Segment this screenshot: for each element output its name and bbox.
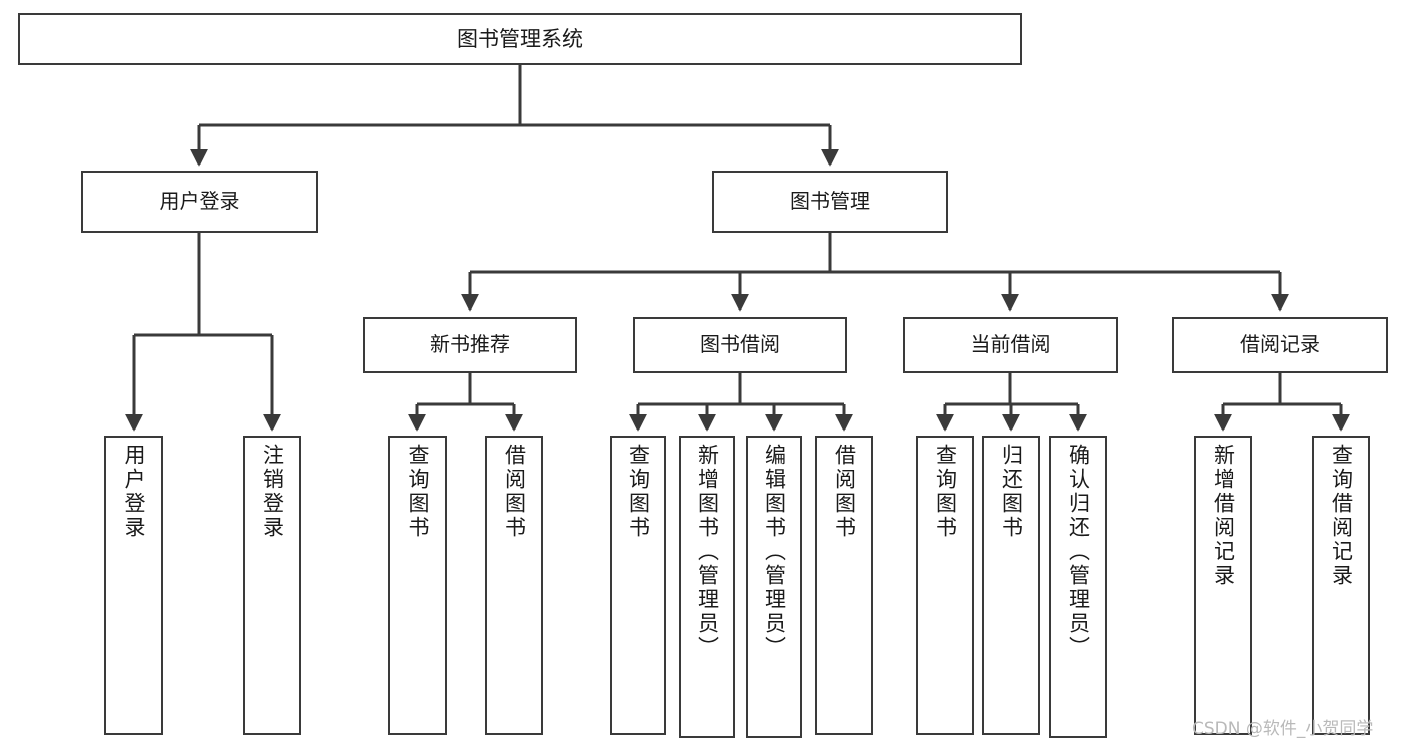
node-label: 图书管理 [790,189,870,214]
leaf-current-query-book[interactable]: 查询图书 [916,436,974,735]
leaf-user-login[interactable]: 用户登录 [104,436,163,735]
node-user-login[interactable]: 用户登录 [81,171,318,233]
leaf-record-query-record[interactable]: 查询借阅记录 [1312,436,1370,735]
node-book-management[interactable]: 图书管理 [712,171,948,233]
node-label: 确认归还（管理员） [1066,444,1091,660]
node-label: 新增借阅记录 [1211,444,1236,588]
node-label: 新书推荐 [430,332,510,357]
node-label: 新增图书（管理员） [695,444,720,660]
node-label: 图书管理系统 [457,26,583,51]
node-label: 当前借阅 [970,332,1051,357]
leaf-borrow-add-book-admin[interactable]: 新增图书（管理员） [679,436,735,738]
node-label: 用户登录 [122,444,146,540]
node-label: 编辑图书（管理员） [762,444,787,660]
node-book-borrow[interactable]: 图书借阅 [633,317,847,373]
leaf-logout-login[interactable]: 注销登录 [243,436,301,735]
node-label: 借阅图书 [502,444,527,540]
node-label: 借阅记录 [1240,332,1320,357]
leaf-current-return-book[interactable]: 归还图书 [982,436,1040,735]
node-current-borrow[interactable]: 当前借阅 [903,317,1118,373]
leaf-borrow-query-book[interactable]: 查询图书 [610,436,666,735]
node-label: 查询图书 [406,444,430,540]
node-new-book-recommend[interactable]: 新书推荐 [363,317,577,373]
node-borrow-record[interactable]: 借阅记录 [1172,317,1388,373]
leaf-borrow-borrow-book[interactable]: 借阅图书 [815,436,873,735]
node-label: 注销登录 [260,444,285,540]
leaf-borrow-edit-book-admin[interactable]: 编辑图书（管理员） [746,436,802,738]
node-root-system[interactable]: 图书管理系统 [18,13,1022,65]
node-label: 借阅图书 [832,444,857,540]
leaf-current-confirm-return-admin[interactable]: 确认归还（管理员） [1049,436,1107,738]
leaf-recommend-borrow-book[interactable]: 借阅图书 [485,436,543,735]
leaf-record-add-record[interactable]: 新增借阅记录 [1194,436,1252,735]
leaf-recommend-query-book[interactable]: 查询图书 [388,436,447,735]
node-label: 图书借阅 [700,332,780,357]
node-label: 查询借阅记录 [1329,444,1354,588]
node-label: 用户登录 [159,189,240,214]
node-label: 查询图书 [626,444,651,540]
node-label: 归还图书 [999,444,1024,540]
node-label: 查询图书 [933,444,958,540]
